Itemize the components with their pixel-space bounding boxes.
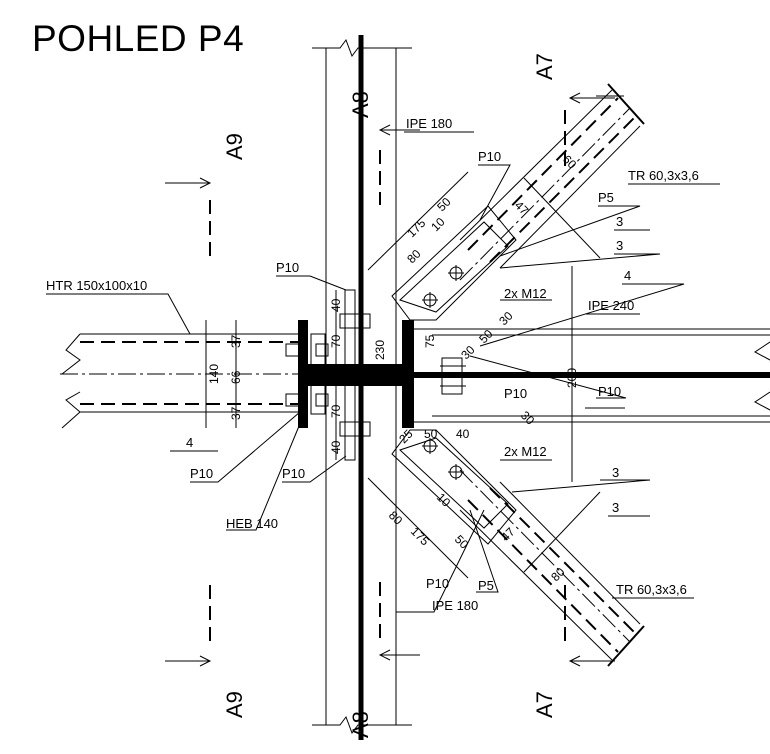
- label-p10-left-bottom: P10: [190, 466, 213, 481]
- gusset-plate-lower: [391, 429, 517, 545]
- dim-30-a: 30: [496, 309, 516, 329]
- dim-140: 140: [207, 364, 221, 384]
- weld-3-d: 3: [612, 500, 619, 515]
- label-bolts-bottom: 2x M12: [504, 444, 547, 459]
- weld-4-b: 4: [186, 435, 193, 450]
- label-p5-top: P5: [598, 190, 614, 205]
- label-htr: HTR 150x100x10: [46, 278, 147, 293]
- label-tr-bottom: TR 60,3x3,6: [616, 582, 687, 597]
- weld-3-c: 3: [612, 465, 619, 480]
- label-p10-center-bottom: P10: [282, 466, 305, 481]
- dim-175-top: 175: [404, 216, 428, 240]
- dim-70-bottom: 70: [329, 404, 343, 418]
- label-p10-top: P10: [478, 149, 501, 164]
- label-p10-right: P10: [598, 384, 621, 399]
- weld-3-a: 3: [616, 214, 623, 229]
- dim-200: 200: [565, 368, 579, 388]
- section-label-a7-bottom: A7: [532, 691, 557, 718]
- dim-40-bottom: 40: [329, 440, 343, 454]
- dim-25: 25: [396, 427, 416, 447]
- dim-80-bottom: 80: [386, 508, 406, 528]
- dim-50-low: 50: [424, 427, 438, 441]
- label-ipe180-bottom: IPE 180: [432, 598, 478, 613]
- section-markers: [165, 92, 624, 667]
- dim-66: 66: [229, 370, 243, 384]
- central-node: [285, 265, 466, 480]
- section-label-a8-bottom: A8: [348, 711, 373, 738]
- weld-4-a: 4: [624, 268, 631, 283]
- weld-3-b: 3: [616, 238, 623, 253]
- diagonal-tube-upper: [459, 83, 645, 281]
- left-beam-htr: [60, 333, 300, 429]
- dim-37-top: 37: [229, 334, 243, 348]
- gusset-plate-upper: [391, 205, 517, 321]
- label-p10-right-small: P10: [504, 386, 527, 401]
- dim-37-bottom: 37: [229, 406, 243, 420]
- dim-40-low: 40: [456, 427, 470, 441]
- section-label-a8-top: A8: [348, 91, 373, 118]
- dim-50-top: 50: [434, 195, 454, 215]
- label-p10-bottom: P10: [426, 576, 449, 591]
- diagonal-tube-lower: [459, 469, 645, 667]
- label-p10-left-top: P10: [276, 260, 299, 275]
- dim-80-top: 80: [404, 247, 424, 267]
- label-bolts-top: 2x M12: [504, 286, 547, 301]
- dim-70-top: 70: [329, 334, 343, 348]
- dim-175-bottom: 175: [408, 524, 432, 548]
- label-p5-bottom: P5: [478, 578, 494, 593]
- label-ipe240: IPE 240: [588, 298, 634, 313]
- dim-30-b: 30: [458, 343, 478, 363]
- dim-50-bottom: 50: [452, 532, 472, 552]
- dim-10-bottom: 10: [434, 490, 454, 510]
- section-label-a9-top: A9: [222, 133, 247, 160]
- dim-80-diag: 80: [548, 565, 568, 585]
- label-tr-top: TR 60,3x3,6: [628, 168, 699, 183]
- label-ipe180-top: IPE 180: [406, 116, 452, 131]
- label-heb140: HEB 140: [226, 516, 278, 531]
- right-beam-ipe240: [410, 328, 770, 423]
- drawing-title: POHLED P4: [32, 18, 245, 59]
- vertical-column-ipe180: [312, 35, 412, 740]
- dim-75: 75: [423, 334, 437, 348]
- section-label-a7-top: A7: [532, 53, 557, 80]
- dim-10-top: 10: [428, 215, 448, 235]
- section-label-a9-bottom: A9: [222, 691, 247, 718]
- leader-lines: [46, 131, 720, 613]
- dim-40-top: 40: [329, 298, 343, 312]
- dim-230: 230: [373, 340, 387, 360]
- dim-30-c: 30: [518, 408, 538, 428]
- dimension-lines: [170, 171, 625, 579]
